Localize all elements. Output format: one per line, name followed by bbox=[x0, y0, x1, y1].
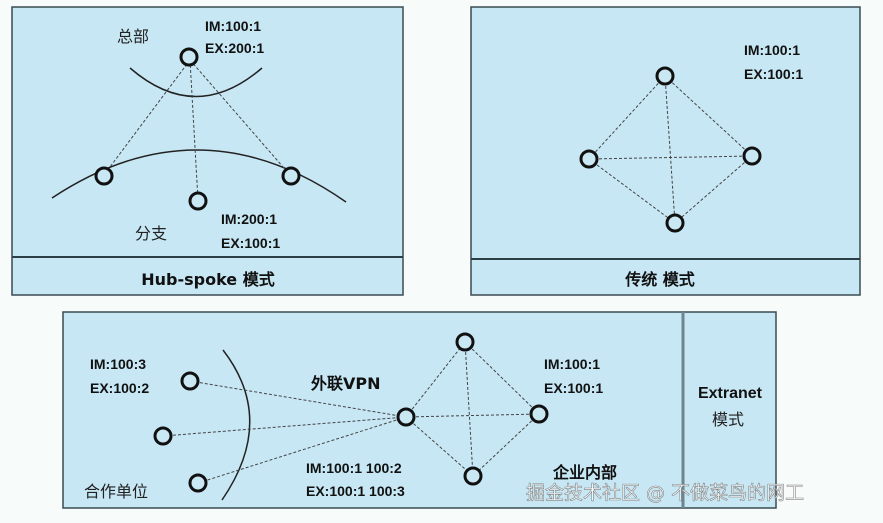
hq-arc bbox=[129, 67, 263, 98]
internal-link-hub-right bbox=[405, 413, 540, 418]
branch-node-right bbox=[281, 166, 301, 186]
extranet-caption-line2: 模式 bbox=[712, 410, 744, 429]
traditional-ratio-ex: EX:100:1 bbox=[744, 66, 803, 82]
mesh-link-left-right bbox=[588, 155, 753, 160]
hq-ratio-ex: EX:200:1 bbox=[205, 40, 264, 56]
partner-ratio-ex: EX:100:2 bbox=[90, 380, 149, 396]
partner-link-bottom bbox=[197, 416, 407, 484]
extranet-panel-frame bbox=[62, 311, 777, 509]
mesh-node-right bbox=[742, 146, 762, 166]
extranet-caption-line1: Extranet bbox=[698, 385, 763, 402]
traditional-panel-frame bbox=[470, 6, 861, 296]
traditional-caption: 传统 模式 bbox=[624, 270, 695, 289]
extranet-panel: IM:100:3 EX:100:2 合作单位 外联VPN IM:100:1 10… bbox=[62, 311, 777, 509]
hq-label: 总部 bbox=[117, 27, 149, 46]
hub-link-right bbox=[189, 59, 291, 176]
internal-link-hub-top bbox=[405, 341, 466, 418]
branch-label: 分支 bbox=[135, 224, 167, 243]
mesh-link-right-bottom bbox=[674, 155, 753, 224]
mesh-link-top-left bbox=[588, 75, 666, 160]
mesh-node-bottom bbox=[665, 213, 685, 233]
branch-node-left bbox=[94, 166, 114, 186]
hub-link-left bbox=[103, 59, 191, 176]
partner-node-top bbox=[180, 371, 200, 391]
hq-node bbox=[179, 47, 199, 67]
watermark-text: 掘金技术社区 @ 不做菜鸟的网工 bbox=[526, 482, 804, 504]
partner-link-top bbox=[189, 380, 407, 418]
internal-node-bottom bbox=[463, 466, 483, 486]
vpn-ratio-ex: EX:100:1 100:3 bbox=[306, 483, 405, 499]
internal-node-top bbox=[455, 332, 475, 352]
traditional-ratio-im: IM:100:1 bbox=[744, 42, 800, 58]
mesh-link-left-bottom bbox=[588, 158, 676, 224]
hq-ratio-im: IM:100:1 bbox=[205, 18, 261, 34]
branch-ratio-ex: EX:100:1 bbox=[221, 235, 280, 251]
partner-node-bottom bbox=[188, 473, 208, 493]
internal-node-right bbox=[529, 404, 549, 424]
branch-ratio-im: IM:200:1 bbox=[221, 211, 277, 227]
partner-ratio-im: IM:100:3 bbox=[90, 356, 146, 372]
mesh-node-top bbox=[655, 66, 675, 86]
internal-link-right-bottom bbox=[472, 413, 540, 477]
partner-boundary-arc bbox=[221, 349, 251, 501]
partner-link-middle bbox=[162, 416, 407, 437]
internal-label: 企业内部 bbox=[552, 463, 617, 482]
mesh-link-top-bottom bbox=[664, 75, 676, 224]
mesh-node-left bbox=[579, 149, 599, 169]
internal-link-top-right bbox=[464, 341, 540, 415]
hub-spoke-caption: Hub-spoke 模式 bbox=[141, 270, 274, 289]
internal-link-top-bottom bbox=[464, 341, 474, 477]
partner-label: 合作单位 bbox=[84, 482, 148, 501]
internal-ratio-ex: EX:100:1 bbox=[544, 380, 603, 396]
traditional-panel: IM:100:1 EX:100:1 传统 模式 bbox=[470, 6, 861, 296]
branch-arc bbox=[51, 149, 347, 203]
hub-link-center bbox=[189, 59, 199, 201]
vpn-hub-node bbox=[396, 407, 416, 427]
hub-spoke-panel: 总部 IM:100:1 EX:200:1 分支 IM:200:1 EX:100:… bbox=[11, 6, 404, 296]
branch-node-center bbox=[188, 191, 208, 211]
vpn-label: 外联VPN bbox=[310, 374, 381, 393]
vpn-ratio-im: IM:100:1 100:2 bbox=[306, 460, 402, 476]
internal-ratio-im: IM:100:1 bbox=[544, 356, 600, 372]
partner-node-middle bbox=[153, 426, 173, 446]
